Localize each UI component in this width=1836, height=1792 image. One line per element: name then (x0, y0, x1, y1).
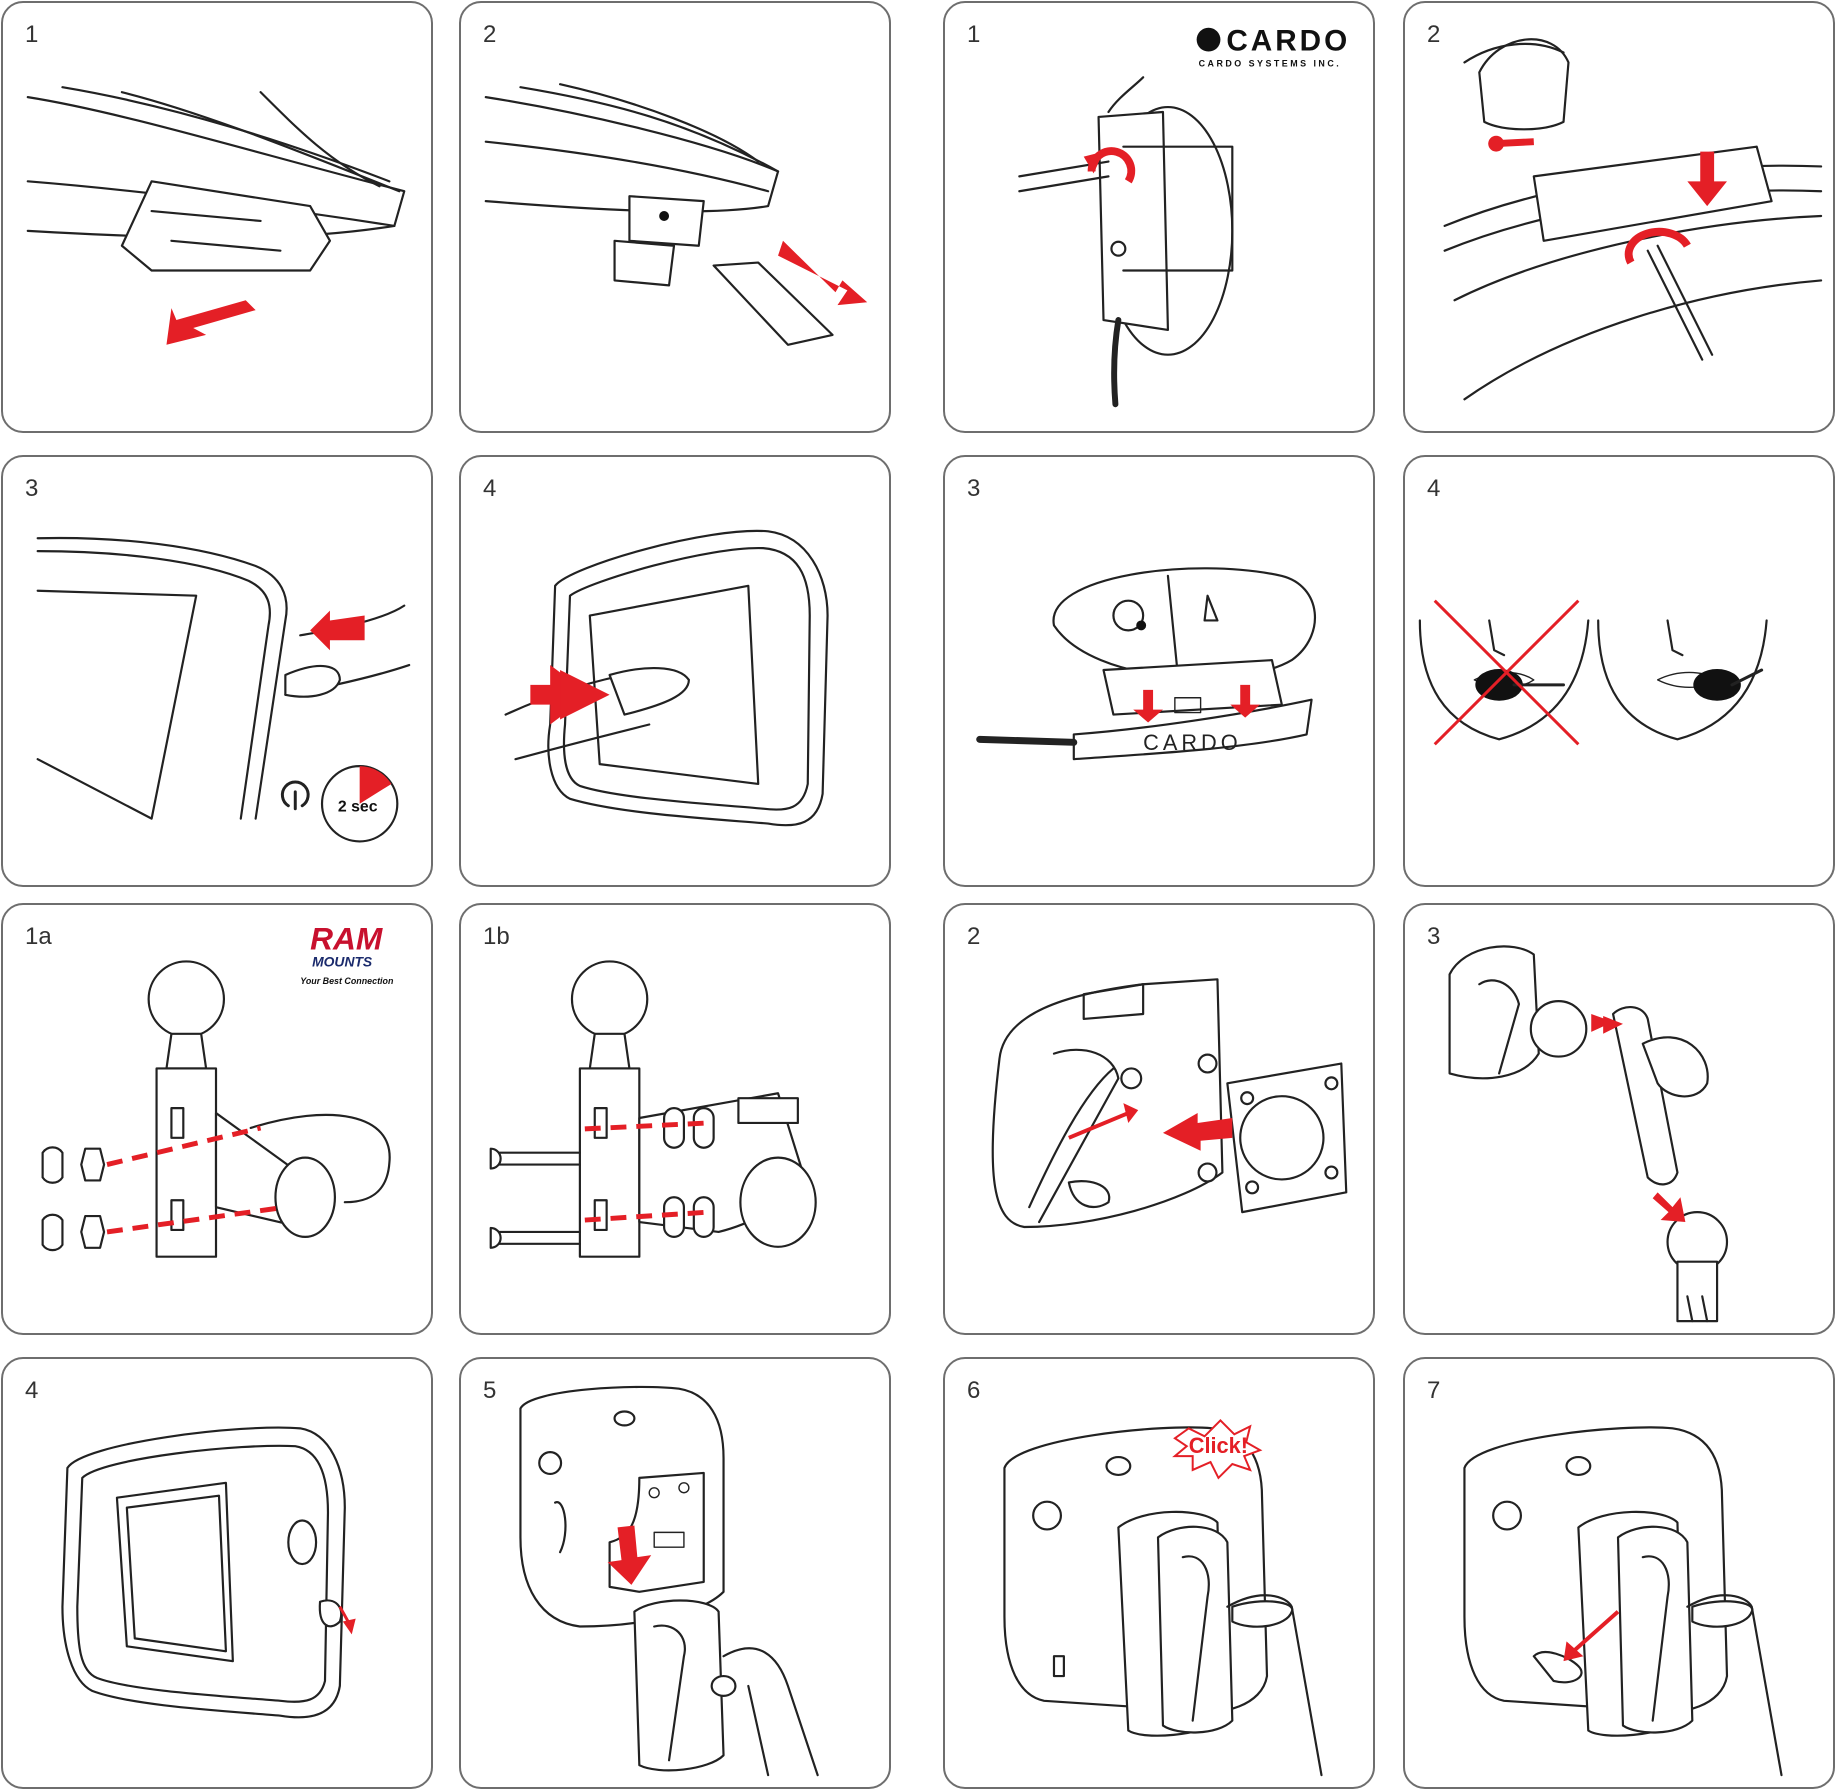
cardo-logo-text: CARDO (1226, 25, 1350, 58)
panel-row1-col2: 2 (459, 1, 891, 433)
panel-row4-col2: 5 (459, 1357, 891, 1789)
panel-row4-col1: 4 (1, 1357, 433, 1789)
cardo-clamp-illustration: CARDO CARDO SYSTEMS INC. (1018, 25, 1350, 408)
panel-row3-col3: 2 (943, 903, 1375, 1335)
power-button-illustration: 2 sec (36, 536, 411, 843)
ram-mounts-logo: RAM MOUNTS Your Best Connection (300, 921, 394, 987)
panel-row3-col4: 3 (1403, 903, 1835, 1335)
cardo-logo-icon (1196, 27, 1221, 52)
step-number: 5 (483, 1377, 497, 1404)
timer-label: 2 sec (338, 799, 378, 816)
ram-u-bolt-mount-illustration: RAM MOUNTS Your Best Connection (41, 921, 394, 1258)
sd-card-insert-illustration (484, 83, 868, 346)
panel-row2-col2: 4 (459, 455, 891, 887)
step-number: 2 (1427, 21, 1441, 48)
step-number: 2 (967, 923, 981, 950)
ram-logo-text: RAM (310, 921, 383, 957)
step-number: 3 (1427, 923, 1441, 950)
step-number: 1 (967, 21, 981, 48)
step-number: 1b (483, 923, 510, 950)
click-starburst-icon (1172, 1419, 1263, 1480)
ram-tagline-text: Your Best Connection (300, 976, 394, 986)
helmet-screw-illustration (1443, 38, 1823, 401)
panel-row3-col2: 1b (459, 903, 891, 1335)
secure-strap-illustration (1463, 1426, 1783, 1777)
panel-row1-col1: 1 (1, 1, 433, 433)
cardo-logo-subtitle: CARDO SYSTEMS INC. (1199, 58, 1342, 68)
step-number: 1a (25, 923, 52, 950)
wrong-position-x-icon (1433, 599, 1580, 746)
panel-row4-col4: 7 (1403, 1357, 1835, 1789)
step-number: 1 (25, 21, 39, 48)
device-bottom-slot-illustration (26, 86, 406, 345)
touchscreen-tap-illustration (504, 529, 829, 827)
ram-clamp-mount-illustration (489, 960, 817, 1258)
panel-row1-col3: 1 CARDO CARDO SYSTEMS INC. (943, 1, 1375, 433)
step-number: 4 (25, 1377, 39, 1404)
panel-row2-col3: 3 CARDO (943, 455, 1375, 887)
helmet-icon (1478, 38, 1570, 131)
step-number: 3 (25, 475, 39, 502)
step-number: 4 (1427, 475, 1441, 502)
slide-case-onto-cradle-illustration (519, 1385, 819, 1777)
panel-row2-col1: 3 2 sec (1, 455, 433, 887)
step-number: 2 (483, 21, 497, 48)
panel-row3-col1: 1a RAM MOUNTS Your Best Connection (1, 903, 433, 1335)
step-number: 4 (483, 475, 497, 502)
microphone-position-illustration (1418, 599, 1768, 746)
ball-arm-connect-illustration (1448, 945, 1729, 1323)
click-label: Click! (1189, 1433, 1248, 1458)
step-number: 3 (967, 475, 981, 502)
cardo-attach-illustration: CARDO (976, 567, 1316, 761)
panel-row2-col4: 4 (1403, 455, 1835, 887)
device-in-case-illustration (61, 1426, 356, 1719)
click-lock-illustration: Click! (1003, 1419, 1323, 1777)
step-number: 6 (967, 1377, 981, 1404)
step-number: 7 (1427, 1377, 1441, 1404)
base-plate-attach-illustration (991, 978, 1348, 1229)
cardo-device-label: CARDO (1143, 730, 1241, 755)
ram-mounts-text: MOUNTS (312, 953, 373, 969)
panel-row1-col4: 2 (1403, 1, 1835, 433)
power-icon (280, 780, 310, 808)
panel-row4-col3: 6 Click! (943, 1357, 1375, 1789)
